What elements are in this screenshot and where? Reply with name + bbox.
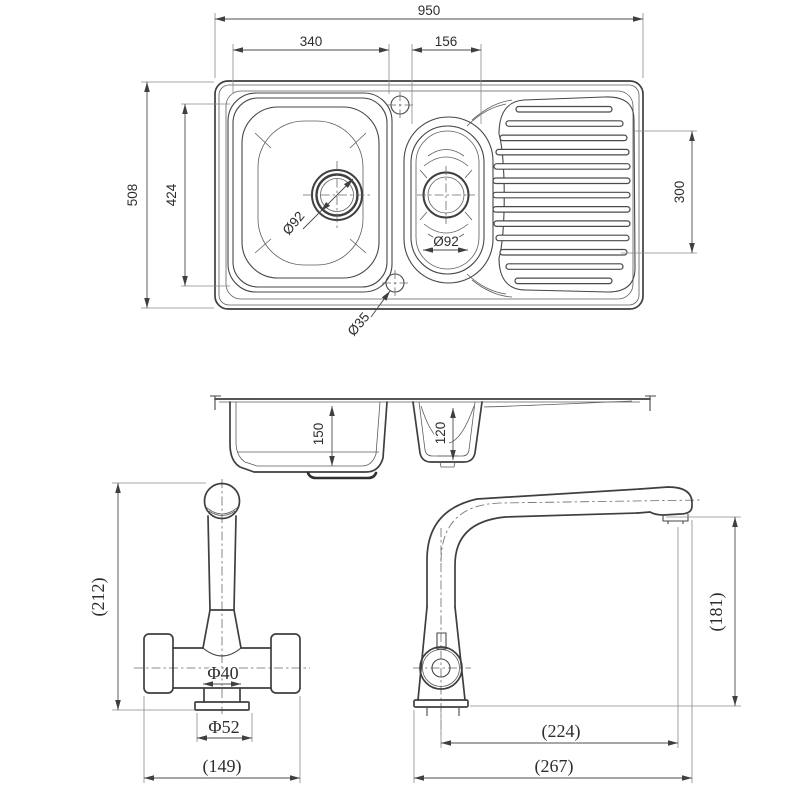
main-bowl	[227, 92, 393, 293]
plan-view: 950 340 156 508 424 300 Ø92 Ø92 Ø35	[123, 1, 697, 340]
section-view: 150 120	[210, 395, 656, 480]
tap-side-view: (224) (267) (181)	[413, 486, 741, 783]
sink-outline	[214, 80, 644, 310]
dim-overall-width: 950	[418, 3, 441, 18]
drainer	[466, 96, 636, 298]
dim-main-bowl-width: 340	[300, 34, 323, 49]
dim-half-bowl-depth: 120	[433, 422, 448, 445]
dim-drainer-length: 300	[672, 181, 687, 204]
dim-overall-depth: 508	[125, 184, 140, 207]
tap-hole-bottom	[382, 270, 408, 296]
dim-neck-diameter: Φ40	[207, 663, 238, 683]
dim-main-bowl-depth: 150	[311, 423, 326, 446]
dim-tap-height: (212)	[88, 578, 109, 617]
dim-main-bowl-length: 424	[164, 183, 179, 206]
main-drain	[303, 161, 371, 229]
label-half-drain: Ø92	[433, 234, 459, 249]
dim-spout-reach: (224)	[542, 721, 581, 742]
dim-base-diameter: Φ52	[208, 717, 239, 737]
label-tap-hole: Ø35	[345, 310, 373, 339]
dim-half-bowl-width: 156	[435, 34, 458, 49]
dim-body-width: (149)	[203, 756, 242, 777]
half-bowl	[403, 116, 494, 284]
tap-front-view: (212) Φ40 Φ52 (149)	[86, 479, 310, 783]
label-main-drain: Ø92	[280, 209, 308, 238]
dim-overall-depth-side: (267)	[535, 756, 574, 777]
tap-hole-top	[387, 92, 413, 118]
dim-spout-height: (181)	[706, 593, 727, 632]
